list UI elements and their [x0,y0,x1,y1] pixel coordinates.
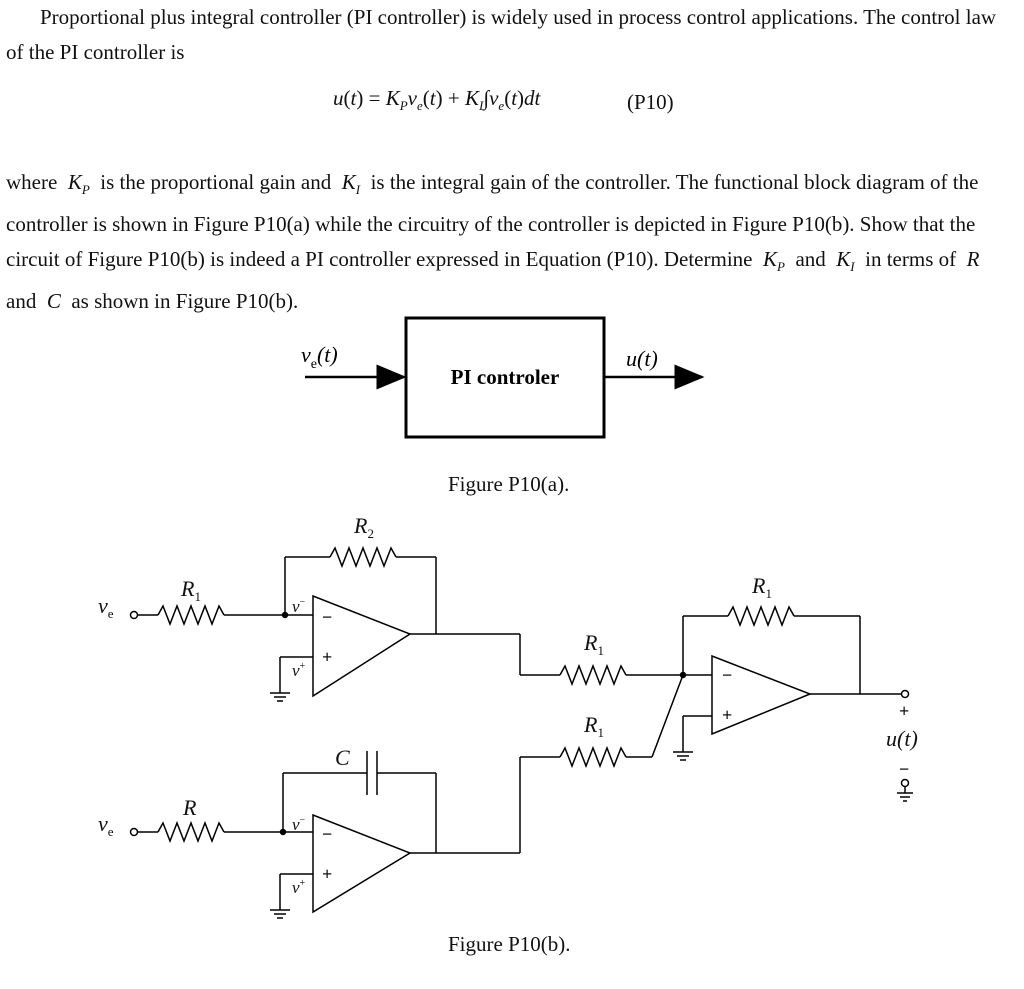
body-paragraph: where KP is the proportional gain and KI… [6,170,980,314]
output-u-label: u(t) [886,726,918,751]
resistor-r1-input [157,603,225,627]
svg-text:v+: v+ [292,661,306,680]
svg-text:−: − [722,665,732,685]
opamp-1 [312,594,412,698]
block-label: PI controler [451,365,560,389]
caption-figure-b: Figure P10(b). [448,932,571,956]
pi-controller-block [404,316,606,439]
svg-text:R1: R1 [583,630,604,658]
input-terminal-2 [129,827,139,837]
circuit-labels: R1 R2 R1 R1 R1 R C ve ve v− v+ v− v+ − +… [98,513,918,897]
circuit [129,545,913,919]
svg-text:+: + [899,701,909,721]
resistor-r1-sum-top [559,663,627,687]
svg-text:+: + [722,705,732,725]
resistor-r1-feedback [727,604,795,628]
svg-text:ve: ve [98,593,114,621]
svg-text:+: + [322,864,332,884]
resistor-r-input [157,820,225,844]
svg-text:v+: v+ [292,878,306,897]
svg-text:v−: v− [292,815,306,834]
svg-text:−: − [322,607,332,627]
svg-text:ve: ve [98,811,114,839]
resistor-r1-sum-bottom [559,745,627,769]
input-terminal-1 [129,610,139,620]
label-c: C [335,745,350,770]
input-label: ve(t) [301,342,338,372]
block-diagram: PI controler ve(t) u(t) [301,316,705,439]
output-label: u(t) [626,346,658,371]
svg-text:−: − [322,824,332,844]
equation-tag: (P10) [627,90,674,114]
svg-text:+: + [322,647,332,667]
svg-text:R2: R2 [353,513,374,541]
output-terminal [900,689,910,699]
svg-text:v−: v− [292,597,306,616]
label-r: R [182,795,197,820]
svg-text:−: − [899,759,909,779]
svg-text:R1: R1 [180,576,201,604]
output-ground-terminal [900,778,910,788]
svg-text:R1: R1 [583,712,604,740]
caption-figure-a: Figure P10(a). [448,472,570,496]
svg-text:R1: R1 [751,573,772,601]
opamp-2 [312,813,412,914]
opamp-3 [711,654,813,736]
intro-paragraph: Proportional plus integral controller (P… [6,5,997,64]
resistor-r2 [329,545,397,569]
control-law-equation: u(t) = KPve(t) + KI∫ve(t)dt [333,86,541,114]
